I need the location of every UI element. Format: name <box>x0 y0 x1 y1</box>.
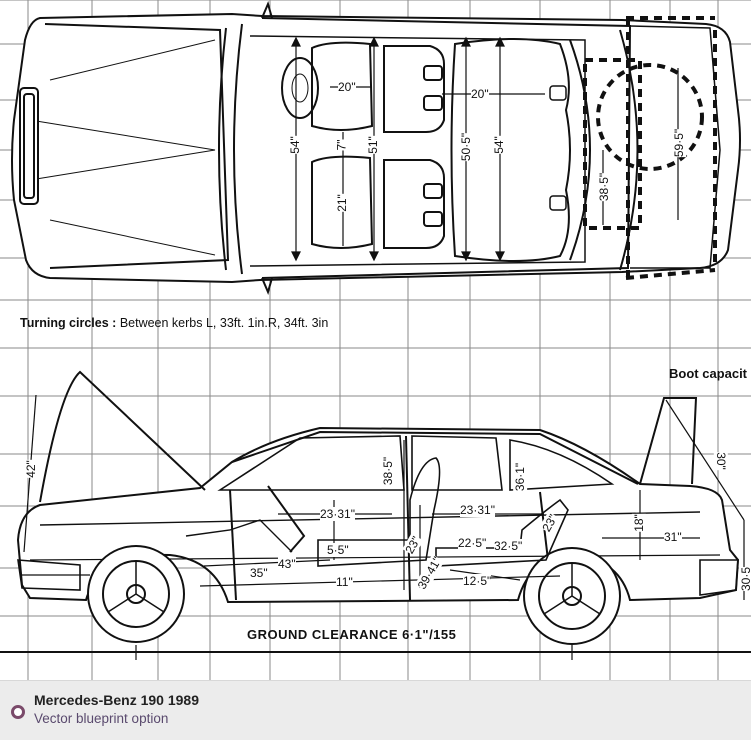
dim-seat-width-front: 20" <box>338 80 356 94</box>
dim-rear-12-5: 12·5" <box>463 574 492 588</box>
boot-outline <box>583 16 717 280</box>
dim-diagonal-36-1: 36·1" <box>513 462 528 492</box>
caption-title: Mercedes-Benz 190 1989 <box>34 692 199 708</box>
blueprint-canvas: Turning circles : Between kerbs L, 33ft.… <box>0 0 751 680</box>
dim-seat-width-rear: 20" <box>471 87 489 101</box>
turning-circles-text: Turning circles : Between kerbs L, 33ft.… <box>20 316 328 330</box>
dim-width-51: 51" <box>365 136 380 154</box>
dim-rear-edge-30-5: 30·5 <box>739 566 751 592</box>
dim-legroom-43: 43" <box>278 557 296 571</box>
ground-clearance-label: GROUND CLEARANCE 6·1"/155 <box>247 627 457 642</box>
dim-pedal-35: 35" <box>250 566 268 580</box>
dim-boot-38-5: 38·5" <box>597 172 612 202</box>
dim-boot-18: 18" <box>631 514 646 532</box>
blueprint-drawing <box>0 0 751 680</box>
turning-circles-values: Between kerbs L, 33ft. 1in.R, 34ft. 3in <box>119 316 329 330</box>
dim-front-23-31: 23·31" <box>320 507 355 521</box>
dim-width-21: 21" <box>334 194 349 212</box>
boot-capacity-label: Boot capacit <box>669 366 748 381</box>
dim-rear-23-31: 23·31" <box>460 503 495 517</box>
dim-seat-5-5: 5·5" <box>327 543 349 557</box>
dim-rear-32-5: 32·5" <box>494 539 523 553</box>
side-view-car <box>16 370 740 645</box>
dim-hood-42: 42" <box>23 460 38 478</box>
caption-bar[interactable] <box>0 680 751 740</box>
caption-subtitle: Vector blueprint option <box>34 711 169 726</box>
dim-width-54-left: 54" <box>287 136 302 154</box>
dim-boot-59-5: 59·5" <box>672 128 687 158</box>
dim-width-7: 7" <box>334 139 349 151</box>
turning-circles-label: Turning circles : <box>20 316 117 330</box>
radio-ring-icon[interactable] <box>10 704 26 720</box>
dim-width-54-right: 54" <box>491 136 506 154</box>
dim-height-38-5: 38·5" <box>381 456 396 486</box>
dim-seat-11: 11" <box>336 575 353 589</box>
dim-boot-31: 31" <box>664 530 682 544</box>
dim-width-50-5: 50·5" <box>459 132 474 162</box>
dim-rear-22-5: 22·5" <box>458 536 487 550</box>
dim-boot-30: 30" <box>713 452 728 470</box>
